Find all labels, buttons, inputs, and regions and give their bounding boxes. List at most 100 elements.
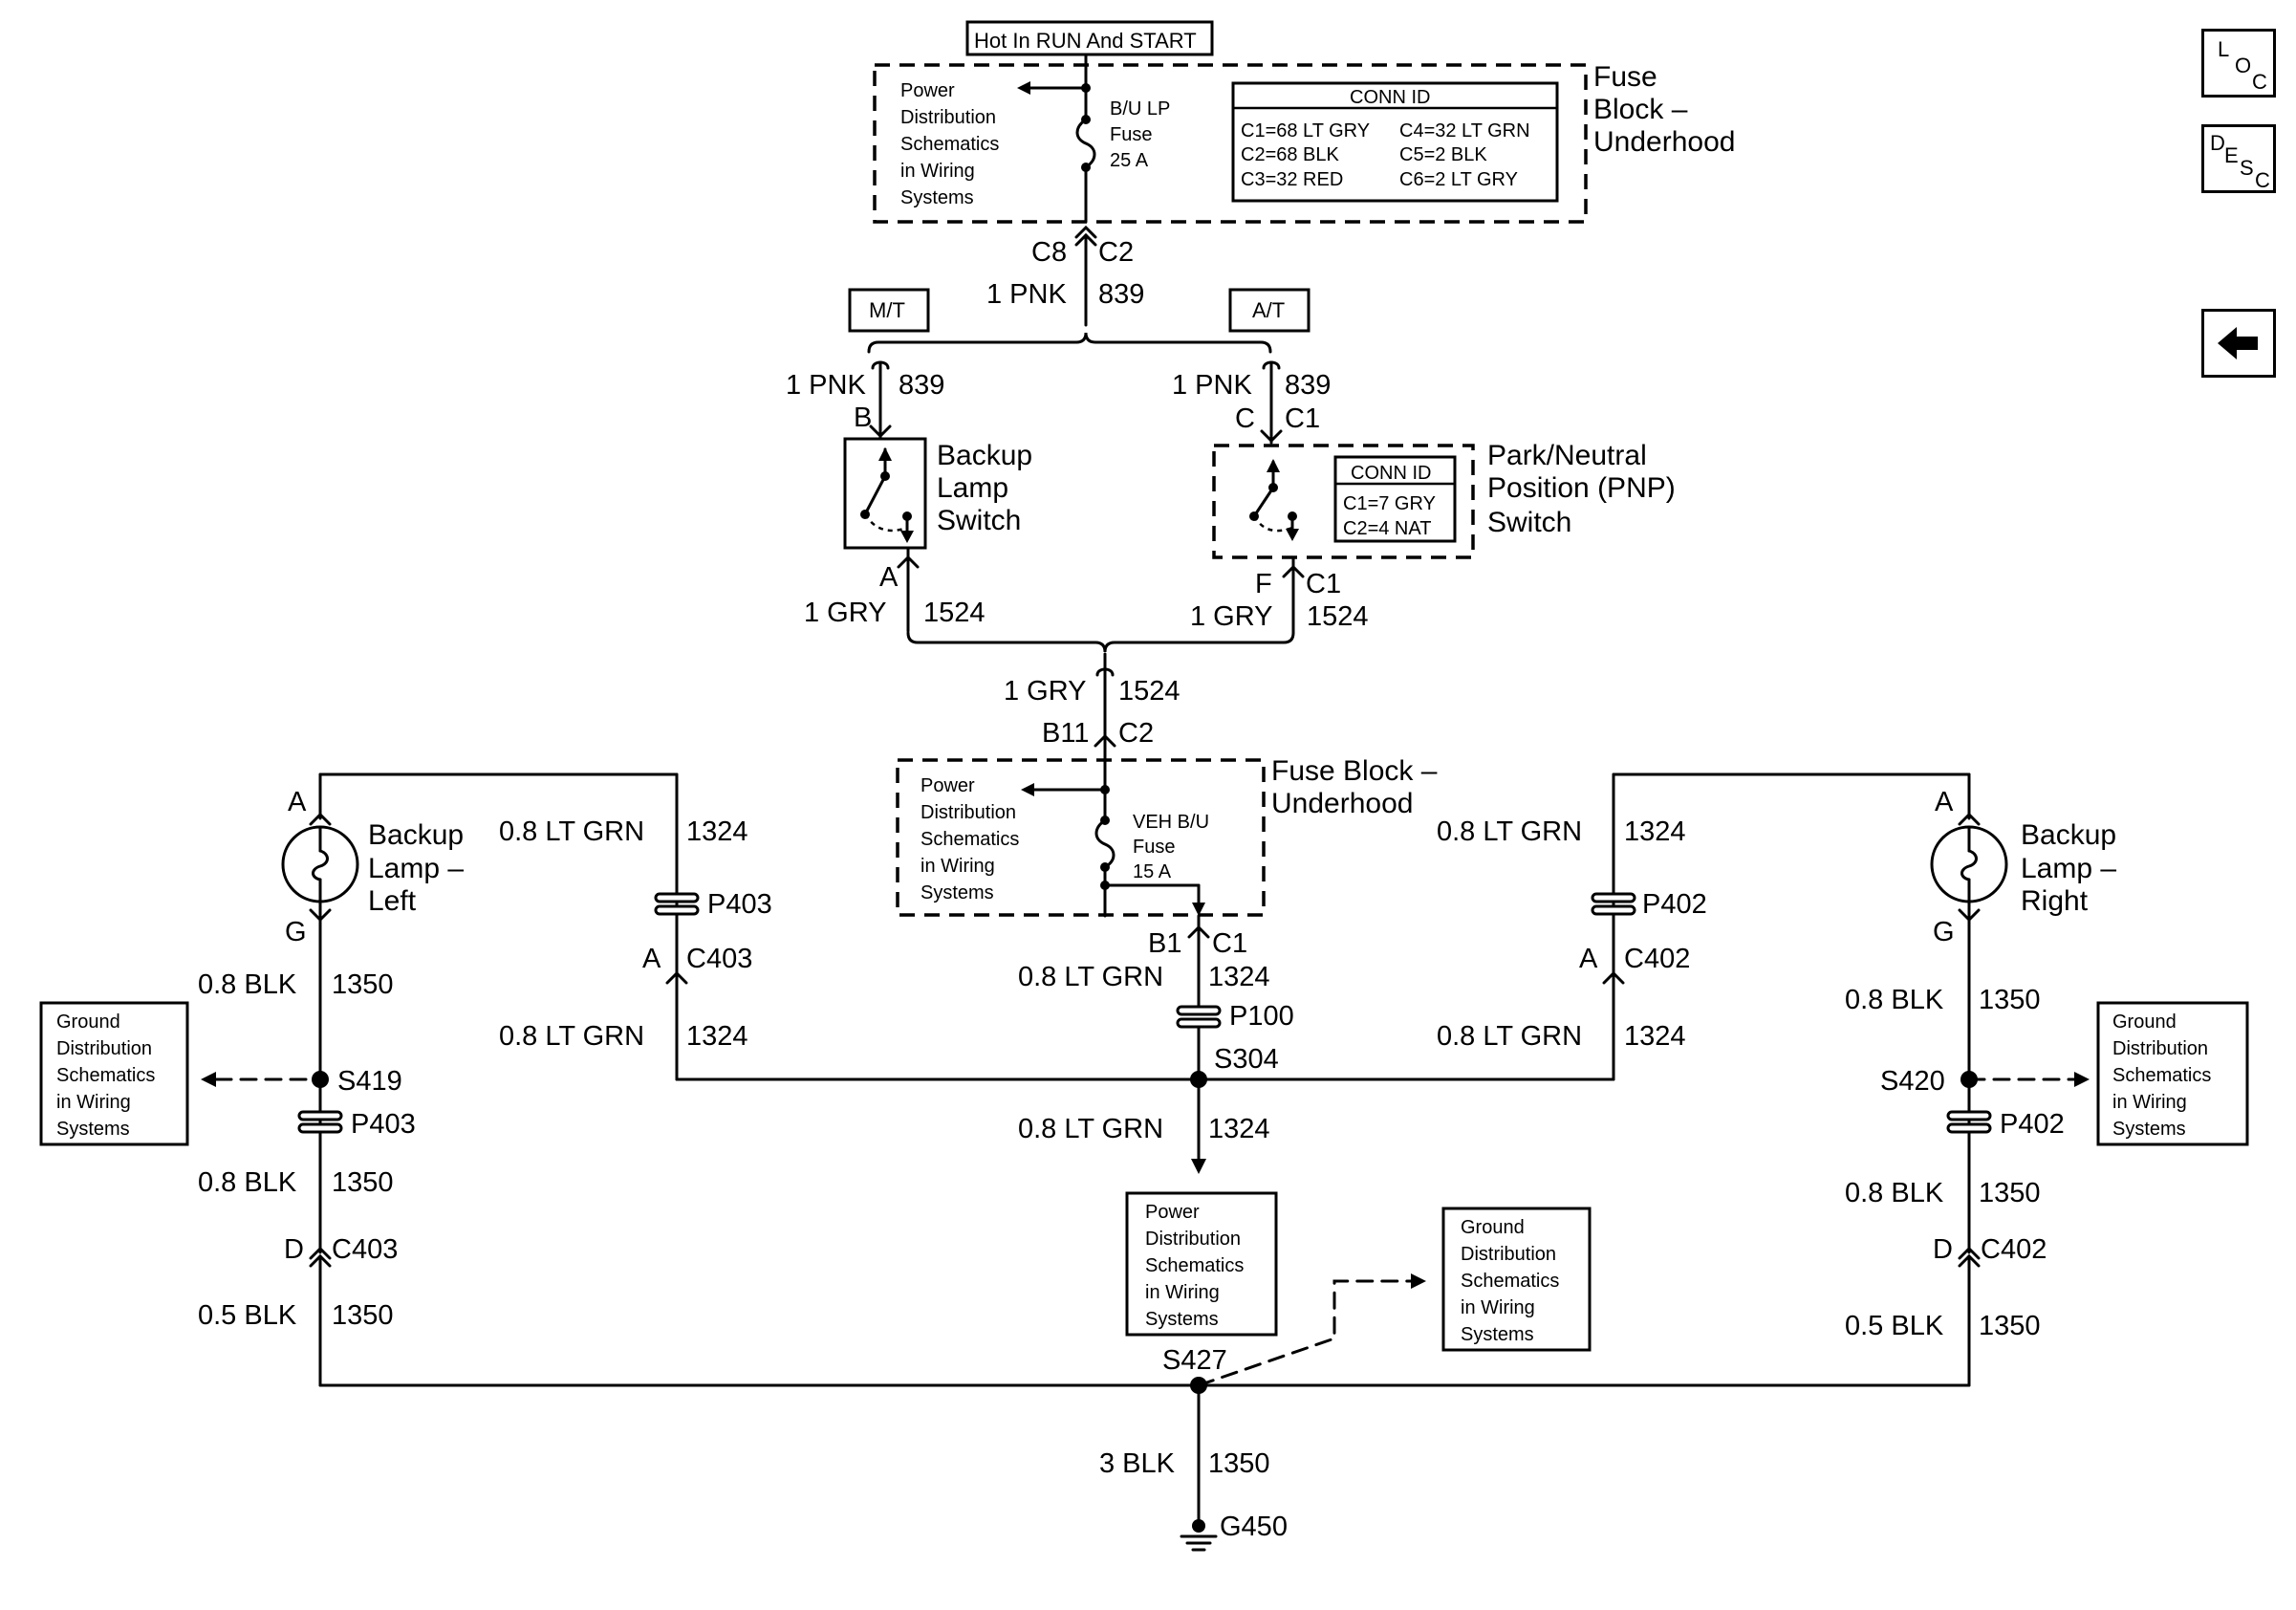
s419-label: S419 [337, 1066, 402, 1097]
right-c402-top-label: C402 [1624, 944, 1690, 974]
ckt-839-top-label: 839 [1098, 279, 1144, 310]
right-blk-2-label: 0.8 BLK [1845, 1178, 1944, 1208]
lt-grn-bottom-label: 0.8 LT GRN [1018, 1114, 1163, 1144]
connector-c-pnp-switch [1260, 360, 1283, 445]
pnp-switch-housing [1212, 444, 1475, 559]
svg-text:C1=7 GRY: C1=7 GRY [1343, 493, 1436, 514]
left-backup-lamp-label: Backup Lamp – Left [368, 819, 471, 917]
svg-text:C2=68 BLK: C2=68 BLK [1241, 144, 1340, 165]
ckt-839-right-label: 839 [1285, 370, 1331, 401]
pnk-top-label: 1 PNK [986, 279, 1067, 310]
back-button[interactable] [2201, 309, 2276, 378]
svg-text:C5=2 BLK: C5=2 BLK [1399, 144, 1487, 165]
left-ckt-1324-top-label: 1324 [686, 816, 748, 847]
pin-c-label: C [1235, 403, 1255, 434]
desc-letter-e: E [2224, 143, 2239, 167]
gry-right-label: 1 GRY [1190, 601, 1273, 632]
left-lt-grn-top-label: 0.8 LT GRN [499, 816, 644, 847]
blk-ground-label: 3 BLK [1099, 1448, 1176, 1479]
pnp-switch [1249, 459, 1299, 541]
at-label: A/T [1228, 288, 1310, 333]
right-p402-top-label: P402 [1642, 889, 1707, 920]
location-button[interactable]: L O C [2201, 29, 2276, 98]
p100-inline-connector [1176, 1005, 1222, 1029]
left-p403-inline-upper [654, 892, 700, 916]
desc-letter-s: S [2240, 156, 2254, 180]
right-blk-3-label: 0.5 BLK [1845, 1311, 1944, 1341]
right-ckt-1350-2-label: 1350 [1979, 1178, 2041, 1208]
power-distribution-reference-middle: Power Distribution Schematics in Wiring … [921, 775, 1025, 903]
pin-b-label: B [854, 402, 872, 433]
veh-bu-fuse-label: VEH B/U Fuse 15 A [1133, 812, 1215, 882]
ckt-1524-mid-label: 1524 [1118, 676, 1180, 707]
right-pin-d-label: D [1933, 1234, 1953, 1265]
ckt-1324-bottom-label: 1324 [1208, 1114, 1270, 1144]
desc-letter-d: D [2210, 131, 2225, 155]
left-c403-top-label: C403 [686, 944, 752, 974]
right-pin-g-label: G [1933, 917, 1955, 947]
gry-mid-label: 1 GRY [1004, 676, 1087, 707]
left-p403-inline-lower [297, 1110, 343, 1134]
svg-text:Ground Distribution: Ground Distribution Schematics in Wiring… [1461, 1217, 1565, 1345]
right-p402-inline-lower [1946, 1110, 1992, 1134]
svg-text:Ground Distribution: Ground Distribution Schematics in Wiring… [2112, 1012, 2217, 1140]
svg-text:Power Distribution: Power Distribution Schematics in Wiring … [1145, 1202, 1249, 1330]
svg-text:Ground Distribution: Ground Distribution Schematics in Wiring… [56, 1012, 161, 1140]
loc-letter-l: L [2218, 37, 2230, 61]
s304-label: S304 [1214, 1044, 1279, 1075]
fuse-block-middle-title: Fuse Block – Underhood [1271, 755, 1445, 819]
lt-grn-mid-label: 0.8 LT GRN [1018, 962, 1163, 992]
c2-mid-label: C2 [1118, 718, 1154, 749]
right-lt-grn-top-label: 0.8 LT GRN [1437, 816, 1582, 847]
s419-splice [312, 1071, 329, 1088]
description-button[interactable]: D E S C [2201, 124, 2276, 193]
right-lt-grn-low-label: 0.8 LT GRN [1437, 1021, 1582, 1052]
ckt-1324-mid-label: 1324 [1208, 962, 1270, 992]
left-backup-lamp-bulb [281, 825, 359, 903]
center-ground-distribution-reference: Ground Distribution Schematics in Wiring… [1441, 1207, 1592, 1352]
connector-c8-c2 [1074, 225, 1097, 327]
left-blk-2-label: 0.8 BLK [198, 1167, 297, 1198]
right-backup-lamp-label: Backup Lamp – Right [2021, 819, 2124, 917]
power-distribution-reference-top: Power Distribution Schematics in Wiring … [900, 80, 1005, 208]
b1-label: B1 [1148, 928, 1181, 959]
connector-a-backup-switch [897, 546, 920, 633]
s420-label: S420 [1880, 1066, 1945, 1097]
mt-label: M/T [848, 288, 930, 333]
c1-pnp-bottom-label: C1 [1306, 569, 1341, 599]
veh-bu-fuse-circuit [1021, 755, 1205, 918]
option-brace-top [867, 332, 1272, 354]
left-pin-a-label: A [288, 787, 307, 817]
c1-pnp-top-label: C1 [1285, 403, 1320, 434]
left-p403-top-label: P403 [707, 889, 772, 920]
fuse-block-top-title: Fuse Block – Underhood [1593, 61, 1735, 158]
right-ckt-1324-top-label: 1324 [1624, 816, 1686, 847]
connector-b-backup-switch [869, 360, 892, 440]
right-p402-inline-upper [1591, 892, 1636, 916]
svg-text:CONN ID: CONN ID [1350, 87, 1430, 108]
hot-in-run-start-label: Hot In RUN And START [965, 20, 1214, 56]
connector-b11-c2 [1094, 652, 1116, 759]
left-blk-3-label: 0.5 BLK [198, 1300, 297, 1331]
bu-lp-fuse-circuit [1017, 53, 1096, 224]
right-ckt-1324-low-label: 1324 [1624, 1021, 1686, 1052]
pnp-switch-label: Park/Neutral Position (PNP) Switch [1487, 440, 1683, 538]
fuse-block-underhood-top [873, 63, 1588, 224]
svg-text:M/T: M/T [869, 298, 905, 322]
pnk-left-label: 1 PNK [786, 370, 866, 401]
fuse-block-underhood-middle [896, 758, 1266, 917]
left-lamp-pin-a-connector [309, 812, 332, 826]
ckt-839-left-label: 839 [899, 370, 944, 401]
left-pin-g-label: G [285, 917, 307, 947]
connector-b1-c1 [1187, 914, 1210, 1008]
left-blk-1-label: 0.8 BLK [198, 969, 297, 1000]
c8-label: C8 [1031, 237, 1067, 268]
left-ckt-1350-1-label: 1350 [332, 969, 394, 1000]
svg-text:C6=2 LT GRY: C6=2 LT GRY [1399, 169, 1518, 190]
pnk-right-label: 1 PNK [1172, 370, 1252, 401]
svg-text:A/T: A/T [1252, 298, 1285, 322]
option-brace-bottom [906, 631, 1295, 653]
right-pin-a-c402-label: A [1579, 944, 1598, 974]
right-p402-low-label: P402 [2000, 1109, 2065, 1140]
conn-id-table-top: CONN ID C1=68 LT GRY C4=32 LT GRN C2=68 … [1231, 81, 1559, 203]
